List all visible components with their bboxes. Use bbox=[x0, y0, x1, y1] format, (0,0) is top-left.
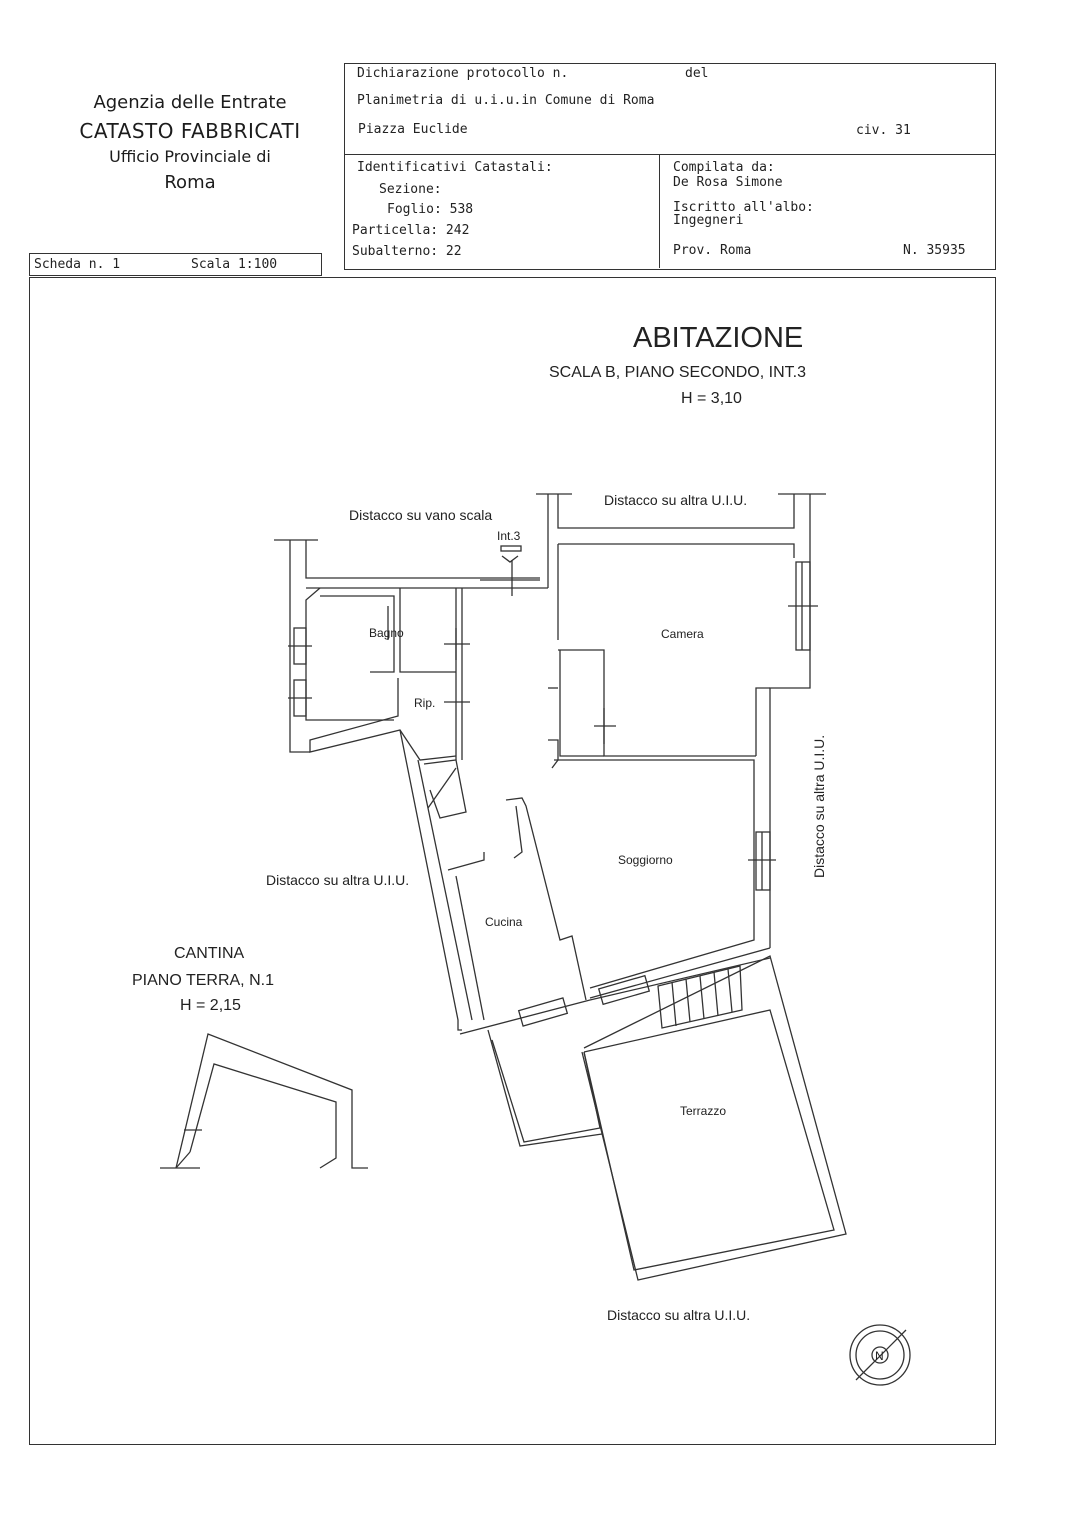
wall-door-frame2 bbox=[548, 739, 559, 769]
wall-soggiorno-right bbox=[589, 947, 771, 999]
address-civic: civ. 31 bbox=[856, 123, 911, 138]
dichiarazione-label: Dichiarazione protocollo n. bbox=[357, 66, 569, 81]
albo-label: Iscritto all'albo: bbox=[673, 200, 814, 215]
wall-soggiorno bbox=[554, 759, 755, 989]
wall-terrazzo-outer bbox=[581, 955, 847, 1281]
agency-block: Agenzia delle Entrate CATASTO FABBRICATI… bbox=[40, 92, 340, 193]
wall-camera-right bbox=[755, 687, 770, 756]
identificativi-title: Identificativi Catastali: bbox=[357, 160, 553, 175]
wall-bagno bbox=[305, 587, 394, 721]
agency-name: Agenzia delle Entrate bbox=[93, 92, 287, 113]
wall-cucina-left bbox=[455, 875, 485, 1021]
agency-city: Roma bbox=[164, 172, 216, 193]
wall-diagonal-outer bbox=[399, 729, 462, 1031]
room-camera: Camera bbox=[661, 627, 704, 641]
window-soggiorno2 bbox=[597, 974, 651, 1006]
room-terrazzo: Terrazzo bbox=[680, 1104, 726, 1118]
closet-diagonal bbox=[427, 767, 457, 809]
registration-number: N. 35935 bbox=[903, 243, 966, 258]
north-circle-inner bbox=[855, 1330, 905, 1380]
agency-department: CATASTO FABBRICATI bbox=[79, 119, 301, 143]
wall-camera-inner bbox=[558, 649, 756, 757]
distacco-altra-right: Distacco su altra U.I.U. bbox=[811, 735, 827, 878]
address-street: Piazza Euclide bbox=[358, 122, 468, 137]
province-label: Prov. Roma bbox=[673, 243, 752, 258]
scheda-number: Scheda n. 1 bbox=[34, 257, 121, 272]
room-bagno: Bagno bbox=[369, 626, 404, 640]
room-rip: Rip. bbox=[414, 696, 435, 710]
wall-rip bbox=[309, 678, 457, 761]
stairs bbox=[657, 965, 743, 1029]
north-dot bbox=[871, 1346, 889, 1364]
north-label: N bbox=[875, 1349, 884, 1363]
wall-terrace-left bbox=[491, 1039, 601, 1143]
wall-terrace-top bbox=[459, 957, 771, 1035]
drawing-frame bbox=[29, 277, 996, 1445]
window-soggiorno bbox=[755, 831, 771, 891]
cantina-outer bbox=[175, 1033, 368, 1169]
cantina-height: H = 2,15 bbox=[180, 997, 241, 1014]
distacco-altra-bottom: Distacco su altra U.I.U. bbox=[607, 1307, 750, 1323]
wall-terrazzo bbox=[583, 1009, 835, 1271]
distacco-altra-left: Distacco su altra U.I.U. bbox=[266, 872, 409, 888]
north-needle bbox=[855, 1329, 907, 1381]
wall-top-left-inner bbox=[557, 494, 795, 529]
wall-left-outer bbox=[289, 540, 310, 753]
agency-office: Ufficio Provinciale di bbox=[109, 147, 271, 166]
wall-left-inner bbox=[305, 540, 540, 579]
distacco-altra-top: Distacco su altra U.I.U. bbox=[604, 492, 747, 508]
wall-partition-inner bbox=[513, 805, 523, 859]
albo-value: Ingegneri bbox=[673, 213, 744, 228]
cantina-title: CANTINA bbox=[174, 945, 245, 962]
wall-camera-left bbox=[558, 543, 795, 558]
subalterno-value: Subalterno: 22 bbox=[352, 244, 462, 259]
compilata-label: Compilata da: bbox=[673, 160, 775, 175]
entrance-label: Int.3 bbox=[497, 529, 521, 543]
header-column-divider bbox=[659, 154, 660, 268]
planimetria-label: Planimetria di u.i.u.in Comune di Roma bbox=[357, 93, 655, 108]
particella-value: Particella: 242 bbox=[352, 223, 470, 238]
sezione-label: Sezione: bbox=[379, 182, 442, 197]
scheda-scale: Scala 1:100 bbox=[191, 257, 278, 272]
cantina-inner bbox=[189, 1063, 337, 1169]
north-circle-outer bbox=[849, 1324, 911, 1386]
abitazione-title: ABITAZIONE bbox=[633, 322, 804, 354]
abitazione-height: H = 3,10 bbox=[681, 390, 742, 407]
wall-bagno-right bbox=[399, 588, 456, 673]
wall-camera-small bbox=[559, 650, 604, 757]
scheda-box bbox=[29, 253, 322, 276]
wall-diagonal-inner bbox=[417, 759, 473, 1021]
entrance-marker bbox=[500, 545, 522, 552]
foglio-value: Foglio: 538 bbox=[387, 202, 474, 217]
wall-closet bbox=[423, 759, 467, 819]
wall-terrace-left-inner bbox=[487, 1029, 603, 1147]
del-label: del bbox=[685, 66, 709, 81]
compilata-name: De Rosa Simone bbox=[673, 175, 783, 190]
cantina-floor: PIANO TERRA, N.1 bbox=[132, 972, 274, 989]
room-soggiorno: Soggiorno bbox=[618, 853, 673, 867]
wall-cucina-top bbox=[447, 852, 485, 871]
wall-partition bbox=[505, 797, 587, 1001]
header-box bbox=[344, 63, 996, 270]
abitazione-subtitle: SCALA B, PIANO SECONDO, INT.3 bbox=[549, 364, 806, 381]
room-cucina: Cucina bbox=[485, 915, 523, 929]
header-divider bbox=[344, 154, 996, 155]
wall-bagno-inner bbox=[320, 595, 395, 673]
distacco-vano-scala: Distacco su vano scala bbox=[349, 507, 492, 523]
